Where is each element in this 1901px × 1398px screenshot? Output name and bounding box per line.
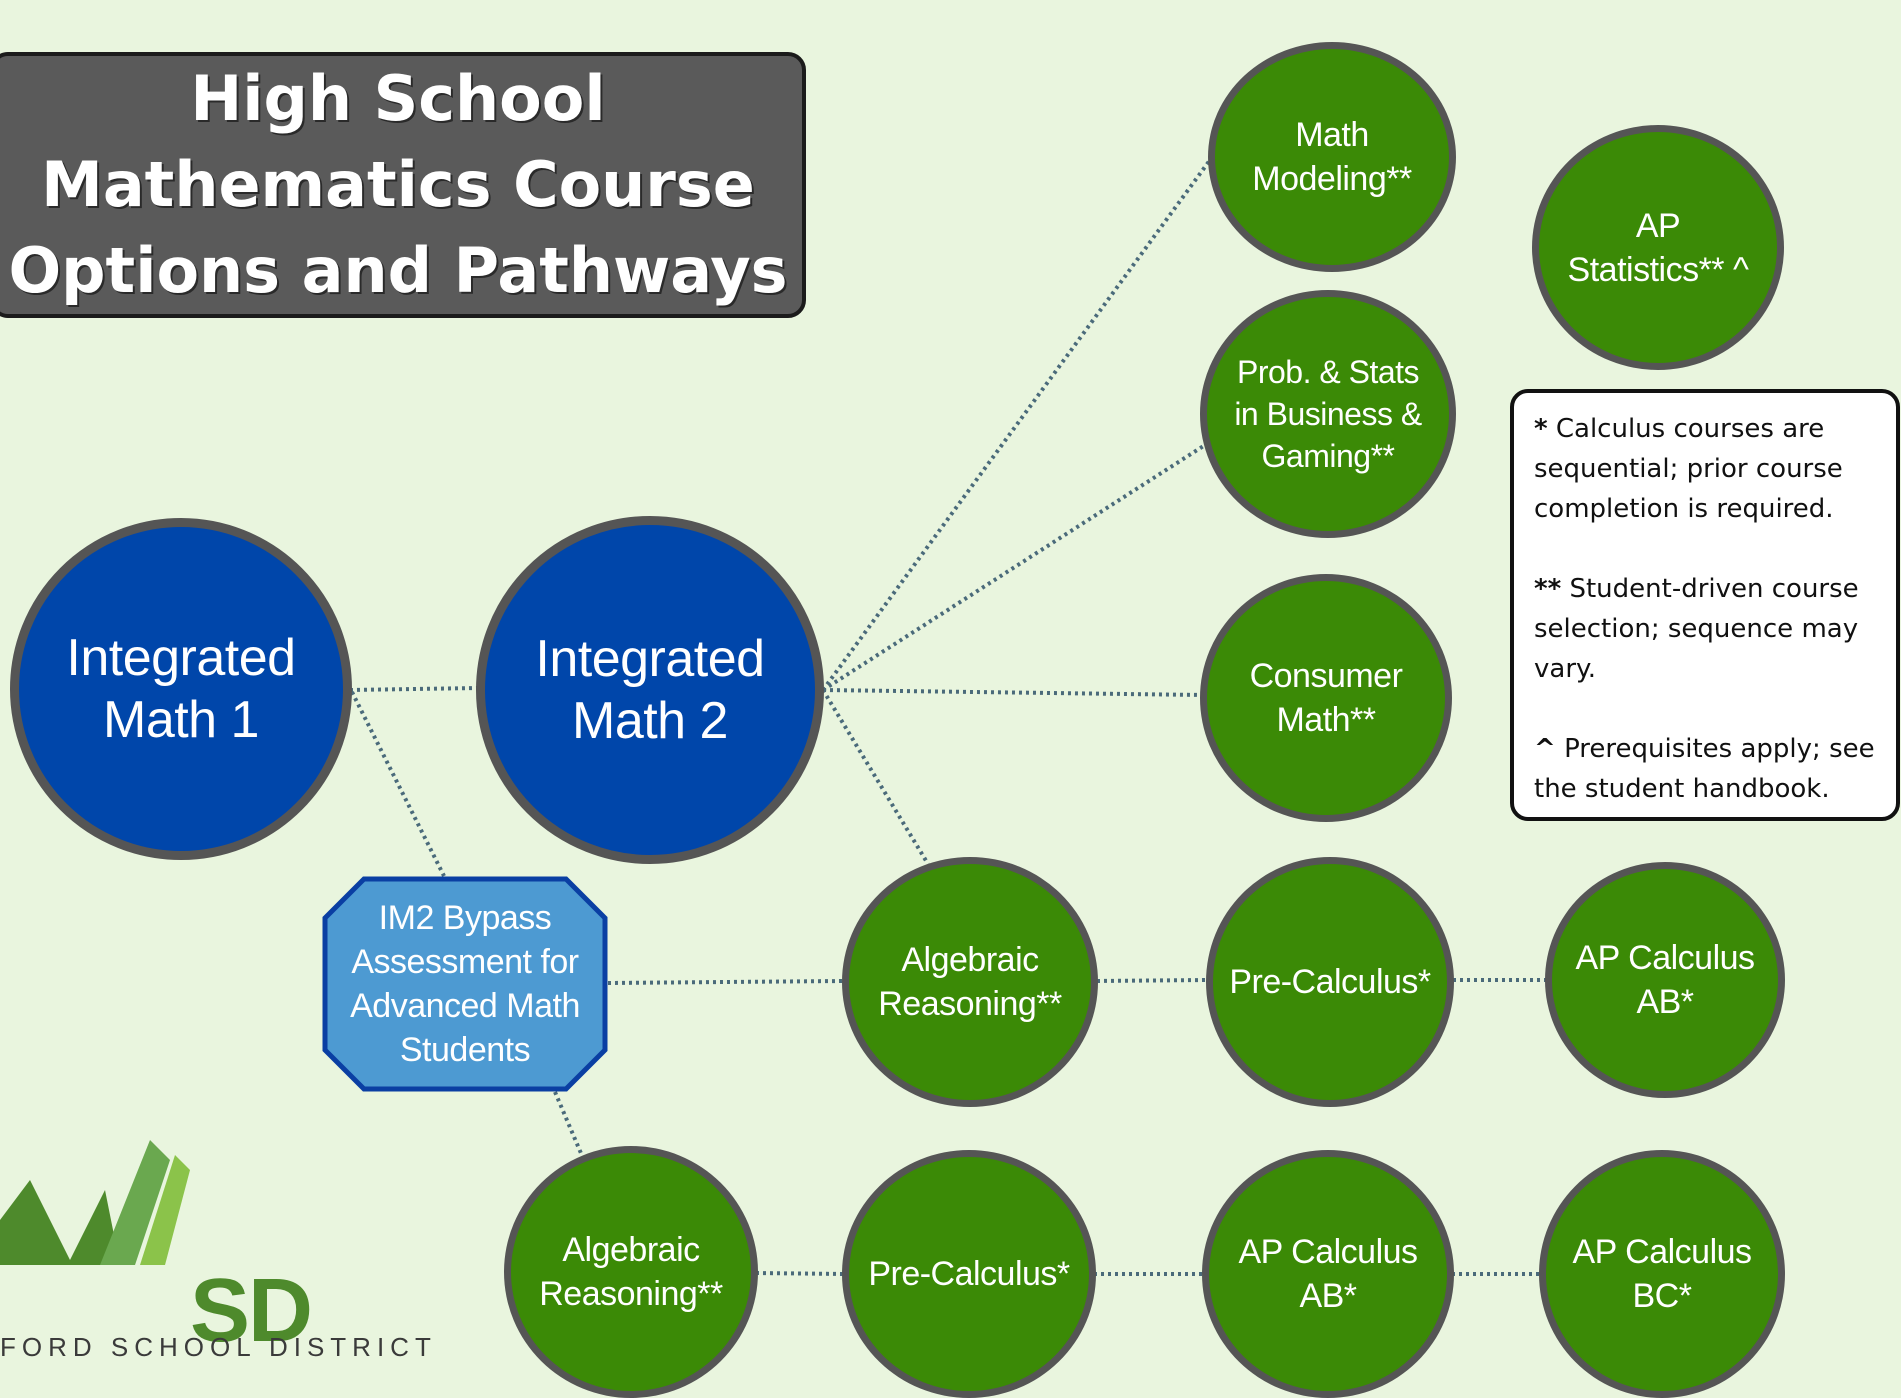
octagon-shape: [322, 876, 608, 1092]
footnote-double-asterisk: ** Student-driven course selection; sequ…: [1534, 569, 1878, 689]
connector-bypass-alg-reasoning-lower: [553, 1091, 585, 1159]
node-ap-calculus-ab-lower: AP Calculus AB*: [1202, 1150, 1454, 1398]
node-ap-calculus-ab-upper: AP Calculus AB*: [1545, 862, 1785, 1098]
node-math-modeling: Math Modeling**: [1208, 42, 1456, 272]
footnote-text: Prerequisites apply; see the student han…: [1534, 734, 1875, 804]
page-title: High School Mathematics Course Options a…: [8, 62, 788, 307]
footnote-text: Student-driven course selection; sequenc…: [1534, 574, 1859, 684]
node-pre-calculus-lower: Pre-Calculus*: [842, 1150, 1096, 1398]
connector-im2-alg-reasoning-upper: [821, 688, 930, 866]
connector-alg-upper-precalc-upper: [1096, 978, 1209, 983]
connector-im2-consumer-math: [822, 688, 1203, 697]
node-algebraic-reasoning-upper: Algebraic Reasoning**: [842, 857, 1098, 1107]
logo-district-name: FORD SCHOOL DISTRICT: [0, 1332, 437, 1362]
footnotes-legend: * Calculus courses are sequential; prior…: [1510, 389, 1900, 821]
connector-bypass-alg-reasoning-upper: [607, 979, 844, 985]
footnote-symbol: *: [1534, 414, 1548, 444]
node-prob-stats-business-gaming: Prob. & Stats in Business & Gaming**: [1200, 290, 1456, 538]
connector-im1-bypass: [350, 691, 446, 877]
connector-alg-lower-precalc-lower: [755, 1271, 845, 1276]
node-integrated-math-2: Integrated Math 2: [476, 516, 824, 864]
node-pre-calculus-upper: Pre-Calculus*: [1206, 857, 1454, 1107]
node-ap-statistics: AP Statistics** ^: [1532, 125, 1784, 370]
node-algebraic-reasoning-lower: Algebraic Reasoning**: [504, 1146, 758, 1398]
node-ap-calculus-bc: AP Calculus BC*: [1539, 1150, 1785, 1398]
footnote-single-asterisk: * Calculus courses are sequential; prior…: [1534, 409, 1878, 529]
title-banner: High School Mathematics Course Options a…: [0, 52, 806, 318]
footnote-text: Calculus courses are sequential; prior c…: [1534, 414, 1843, 524]
connector-im1-im2: [349, 686, 479, 692]
connector-im2-math-modeling: [821, 158, 1212, 692]
footnote-symbol: ^: [1534, 734, 1556, 764]
footnote-caret: ^ Prerequisites apply; see the student h…: [1534, 729, 1878, 809]
logo-letters: SD: [190, 1261, 313, 1361]
logo-mark-icon: [0, 1140, 190, 1265]
node-integrated-math-1: Integrated Math 1: [10, 518, 352, 860]
node-consumer-math: Consumer Math**: [1200, 574, 1452, 822]
bypass-assessment-octagon: IM2 Bypass Assessment for Advanced Math …: [322, 876, 608, 1092]
footnote-symbol: **: [1534, 574, 1562, 604]
district-logo: SD FORD SCHOOL DISTRICT: [0, 1140, 431, 1398]
bypass-assessment-label: IM2 Bypass Assessment for Advanced Math …: [350, 899, 580, 1069]
connector-im2-prob-stats: [821, 443, 1207, 692]
